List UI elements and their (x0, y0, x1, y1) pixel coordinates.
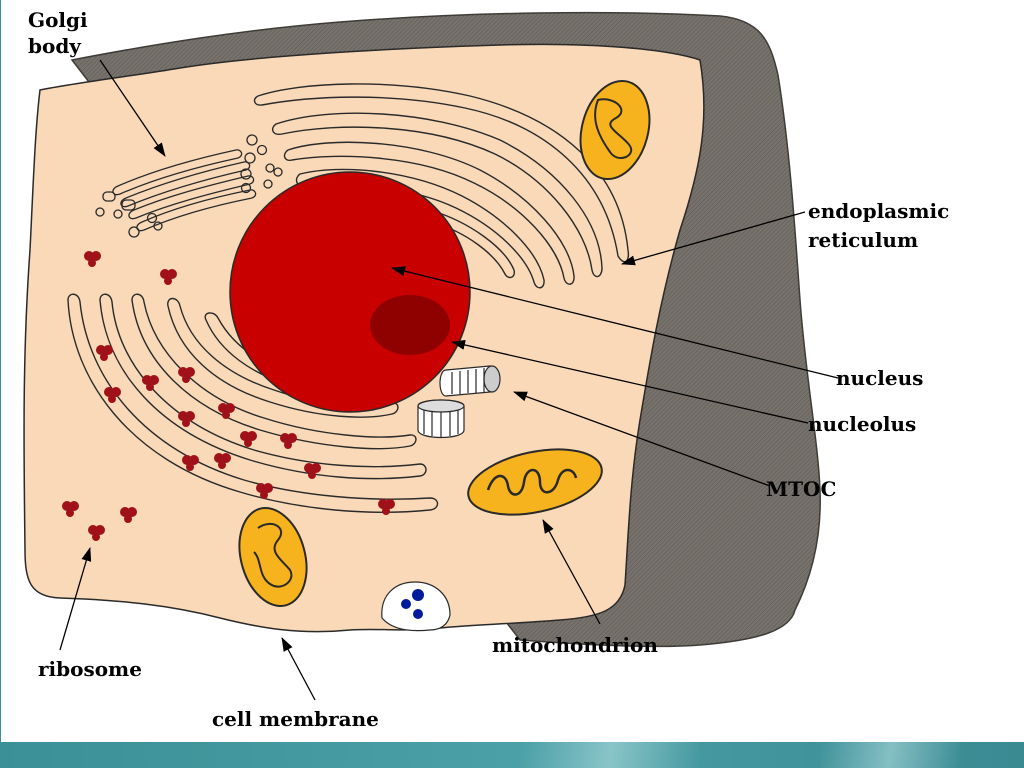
label-golgi-line1: Golgi (28, 8, 88, 32)
mitochondrion-top (579, 79, 651, 181)
ribosome (182, 455, 199, 471)
cell-membrane-arrow (281, 637, 316, 701)
ribosomes (62, 251, 395, 541)
golgi-arrow (99, 59, 166, 157)
ribosome (304, 463, 321, 479)
endoplasmic-reticulum-upper (253, 83, 630, 289)
labels: Golgi body endoplasmic reticulum nucleus… (28, 8, 949, 731)
ribosome (142, 375, 159, 391)
ribosome (240, 431, 257, 447)
er-arrow (621, 211, 806, 266)
mitochondrion-middle (467, 448, 603, 516)
label-mtoc: MTOC (766, 477, 836, 501)
mtoc-arrow (513, 391, 771, 487)
ribosome-arrow (59, 547, 92, 651)
label-er-line1: endoplasmic (808, 199, 949, 223)
ribosome (84, 251, 101, 267)
mitochondrion-arrow (542, 519, 601, 625)
leader-lines (59, 59, 839, 701)
label-mitochondrion: mitochondrion (492, 633, 658, 657)
label-er-line2: reticulum (808, 228, 918, 252)
bottom-decorative-band (0, 742, 1024, 768)
nucleus-arrow (391, 266, 839, 379)
label-ribosome: ribosome (38, 657, 142, 681)
vacuole (381, 581, 451, 632)
ribosome (104, 387, 121, 403)
mtoc (417, 365, 501, 439)
label-golgi-line2: body (28, 34, 82, 58)
nucleolus (370, 295, 450, 355)
mitochondrion-lower (238, 506, 308, 608)
label-nucleus: nucleus (836, 366, 923, 390)
ribosome (214, 453, 231, 469)
label-nucleolus: nucleolus (808, 412, 916, 436)
nucleolus-arrow (451, 340, 809, 424)
ribosome (178, 411, 195, 427)
ribosome (256, 483, 273, 499)
ribosome (96, 345, 113, 361)
golgi-body (95, 134, 283, 238)
label-cell-membrane: cell membrane (212, 707, 379, 731)
band-streak (520, 742, 700, 768)
ribosome (120, 507, 137, 523)
ribosome (62, 501, 79, 517)
ribosome (160, 269, 177, 285)
ribosome (218, 403, 235, 419)
ribosome (280, 433, 297, 449)
nucleus (229, 171, 471, 413)
frame-edge (0, 0, 1, 742)
ribosome (88, 525, 105, 541)
band-streak (820, 742, 960, 768)
ribosome (378, 499, 395, 515)
ribosome (178, 367, 195, 383)
